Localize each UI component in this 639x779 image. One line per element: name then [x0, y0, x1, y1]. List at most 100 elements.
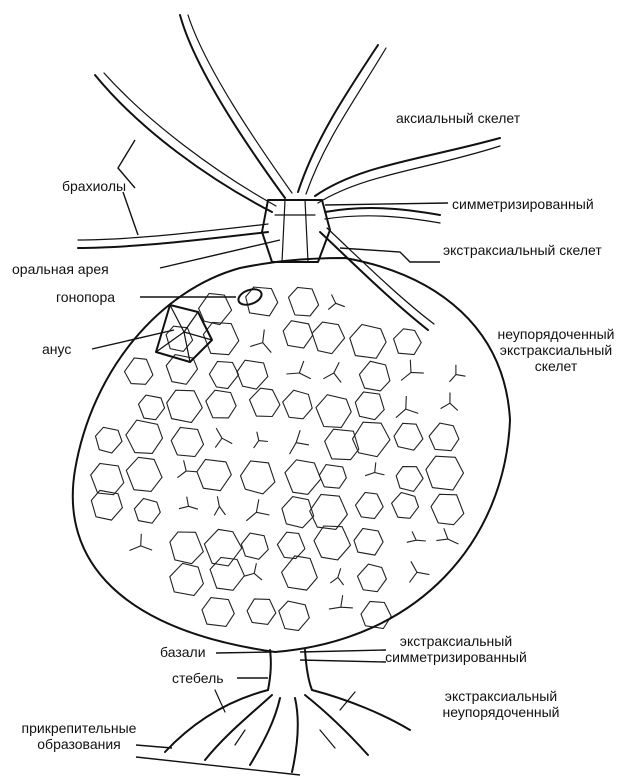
gonopore [236, 286, 263, 307]
theca-plate-suture [286, 361, 310, 379]
theca-outline [73, 258, 510, 652]
theca-plate [285, 460, 321, 495]
theca-plate [319, 465, 346, 489]
theca-plate [166, 326, 193, 351]
theca-plate-suture [407, 531, 426, 542]
stem-and-holdfast [165, 650, 410, 772]
theca-plate [139, 395, 165, 420]
theca-plate [361, 601, 391, 628]
theca-plate [316, 395, 351, 428]
theca-plate [250, 388, 280, 416]
brachiole-5-inner [318, 146, 500, 203]
theca-plate [237, 360, 268, 389]
label-holdfast: прикрепительные образования [4, 720, 154, 752]
theca-plate [241, 533, 268, 559]
theca-plate [91, 490, 122, 520]
theca-plate-suture [214, 496, 225, 515]
theca-plate-suture [329, 595, 353, 609]
theca-plate [202, 598, 234, 627]
theca-plate-suture [328, 295, 345, 310]
label-brachioles: брахиолы [62, 178, 126, 194]
theca-plate [126, 420, 163, 453]
theca-plate-suture [130, 534, 153, 551]
theca-plate [210, 557, 244, 590]
theca-plate [283, 321, 313, 348]
theca-plate [353, 422, 390, 457]
brachioles [78, 15, 500, 330]
brachiole-6-inner [325, 216, 440, 223]
theca-plate [96, 427, 123, 453]
theca-plate [247, 599, 276, 625]
theca-plate [199, 293, 232, 324]
theca-plates [91, 287, 466, 630]
theca-plate [282, 497, 314, 528]
label-disordered-extraxial-skeleton: неупорядоченный экстраксиальный скелет [486, 326, 626, 374]
label-extraxial-symmetrized: экстраксиальный симметризированный [372, 633, 540, 665]
oral-area [262, 200, 330, 262]
theca-plate [392, 493, 419, 519]
theca-plate-suture [179, 497, 198, 510]
theca-plate [126, 457, 162, 491]
theca-plate-suture [365, 462, 384, 475]
theca-plate-suture [246, 499, 269, 521]
theca-plate [209, 361, 238, 388]
brachiole-1-inner [188, 15, 292, 193]
theca-plate [241, 461, 275, 494]
theca-plate [354, 529, 383, 556]
theca-plate [431, 494, 464, 524]
theca-plate [429, 423, 459, 451]
theca-plate [314, 526, 351, 560]
theca-plate [171, 428, 203, 457]
theca-plate-suture [409, 561, 429, 582]
theca-plate [279, 601, 310, 630]
theca-plate [283, 390, 313, 419]
theca-plate [170, 563, 204, 595]
theca-plate [359, 361, 390, 391]
theca-plate [246, 287, 278, 316]
brachiole-1 [180, 15, 285, 198]
label-gonopore: гонопора [56, 289, 115, 305]
theca-plate-suture [441, 393, 458, 411]
theca-plate-suture [254, 432, 268, 448]
brachiole-7 [320, 232, 428, 330]
theca-plate [197, 459, 231, 490]
theca-plate-suture [177, 460, 197, 477]
label-anus: анус [42, 341, 71, 357]
theca-plate [310, 495, 348, 530]
label-basals: базали [160, 644, 206, 660]
theca-plate [358, 564, 387, 592]
theca-plate-suture [250, 330, 271, 353]
theca-plate-suture [401, 360, 424, 381]
label-oral-area: оральная арея [12, 261, 109, 277]
theca-plate [125, 358, 153, 384]
brachiole-6 [325, 208, 440, 215]
brachiole-5 [315, 138, 500, 196]
theca-plate [355, 392, 384, 420]
brachiole-7-inner [327, 228, 434, 324]
theca-plate [204, 529, 241, 566]
label-extraxial-skeleton: экстраксиальный скелет [443, 242, 602, 258]
theca-plate [289, 288, 319, 316]
theca-plate [394, 329, 422, 355]
theca-plate-suture [244, 563, 262, 580]
brachiole-4-inner [306, 48, 386, 194]
brachiole-2-inner [104, 73, 276, 206]
theca-plate [312, 322, 345, 354]
theca-plate [282, 556, 318, 590]
theca-plate [426, 456, 464, 490]
brachiole-3-inner [78, 224, 268, 240]
label-axial-skeleton: аксиальный скелет [396, 110, 520, 126]
theca-plate [325, 429, 359, 460]
theca-plate [396, 467, 423, 492]
theca-plate [394, 423, 423, 450]
label-stem: стебель [172, 670, 224, 686]
theca-plate [206, 390, 236, 418]
theca-plate-suture [449, 365, 465, 382]
theca-plate [356, 493, 384, 519]
theca-plate [91, 464, 124, 495]
theca-plate [277, 532, 305, 558]
theca-plate-suture [330, 568, 343, 585]
theca-plate-suture [215, 428, 232, 448]
